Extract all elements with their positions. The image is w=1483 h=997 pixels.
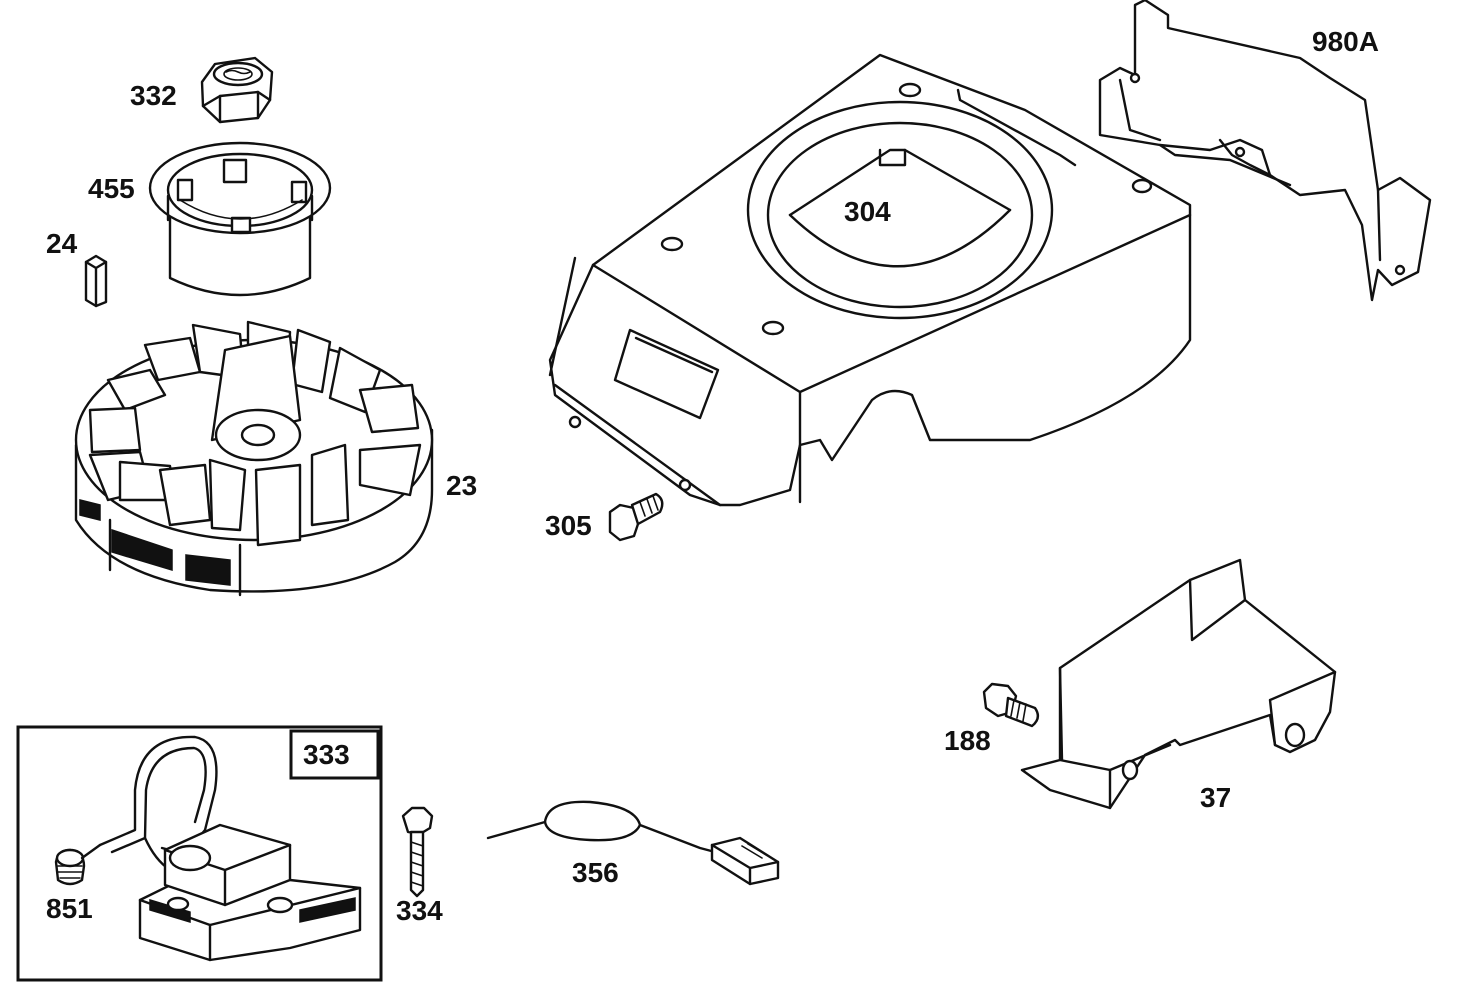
label-851: 851 (46, 893, 93, 924)
wire-terminal-851 (54, 843, 102, 886)
label-188: 188 (944, 725, 991, 756)
shield-980a (1098, 0, 1432, 302)
screw-334 (401, 806, 434, 898)
bracket-37 (1020, 558, 1337, 810)
screw-305 (608, 492, 664, 542)
bolt-188 (982, 682, 1040, 728)
ground-wire-356 (486, 800, 780, 886)
label-356: 356 (572, 857, 619, 888)
label-980a: 980A (1312, 26, 1379, 57)
label-334: 334 (396, 895, 443, 926)
label-37: 37 (1200, 782, 1232, 813)
label-24: 24 (46, 228, 78, 259)
label-23: 23 (446, 470, 478, 501)
flywheel-23 (74, 320, 434, 597)
label-455: 455 (88, 173, 135, 204)
label-305: 305 (545, 510, 592, 541)
flywheel-key-24 (84, 254, 108, 308)
blower-housing-304 (548, 53, 1192, 507)
label-333: 333 (303, 739, 350, 770)
hex-nut-332 (200, 56, 274, 124)
starter-cup-455 (148, 141, 332, 297)
label-304: 304 (844, 196, 891, 227)
label-332: 332 (130, 80, 177, 111)
